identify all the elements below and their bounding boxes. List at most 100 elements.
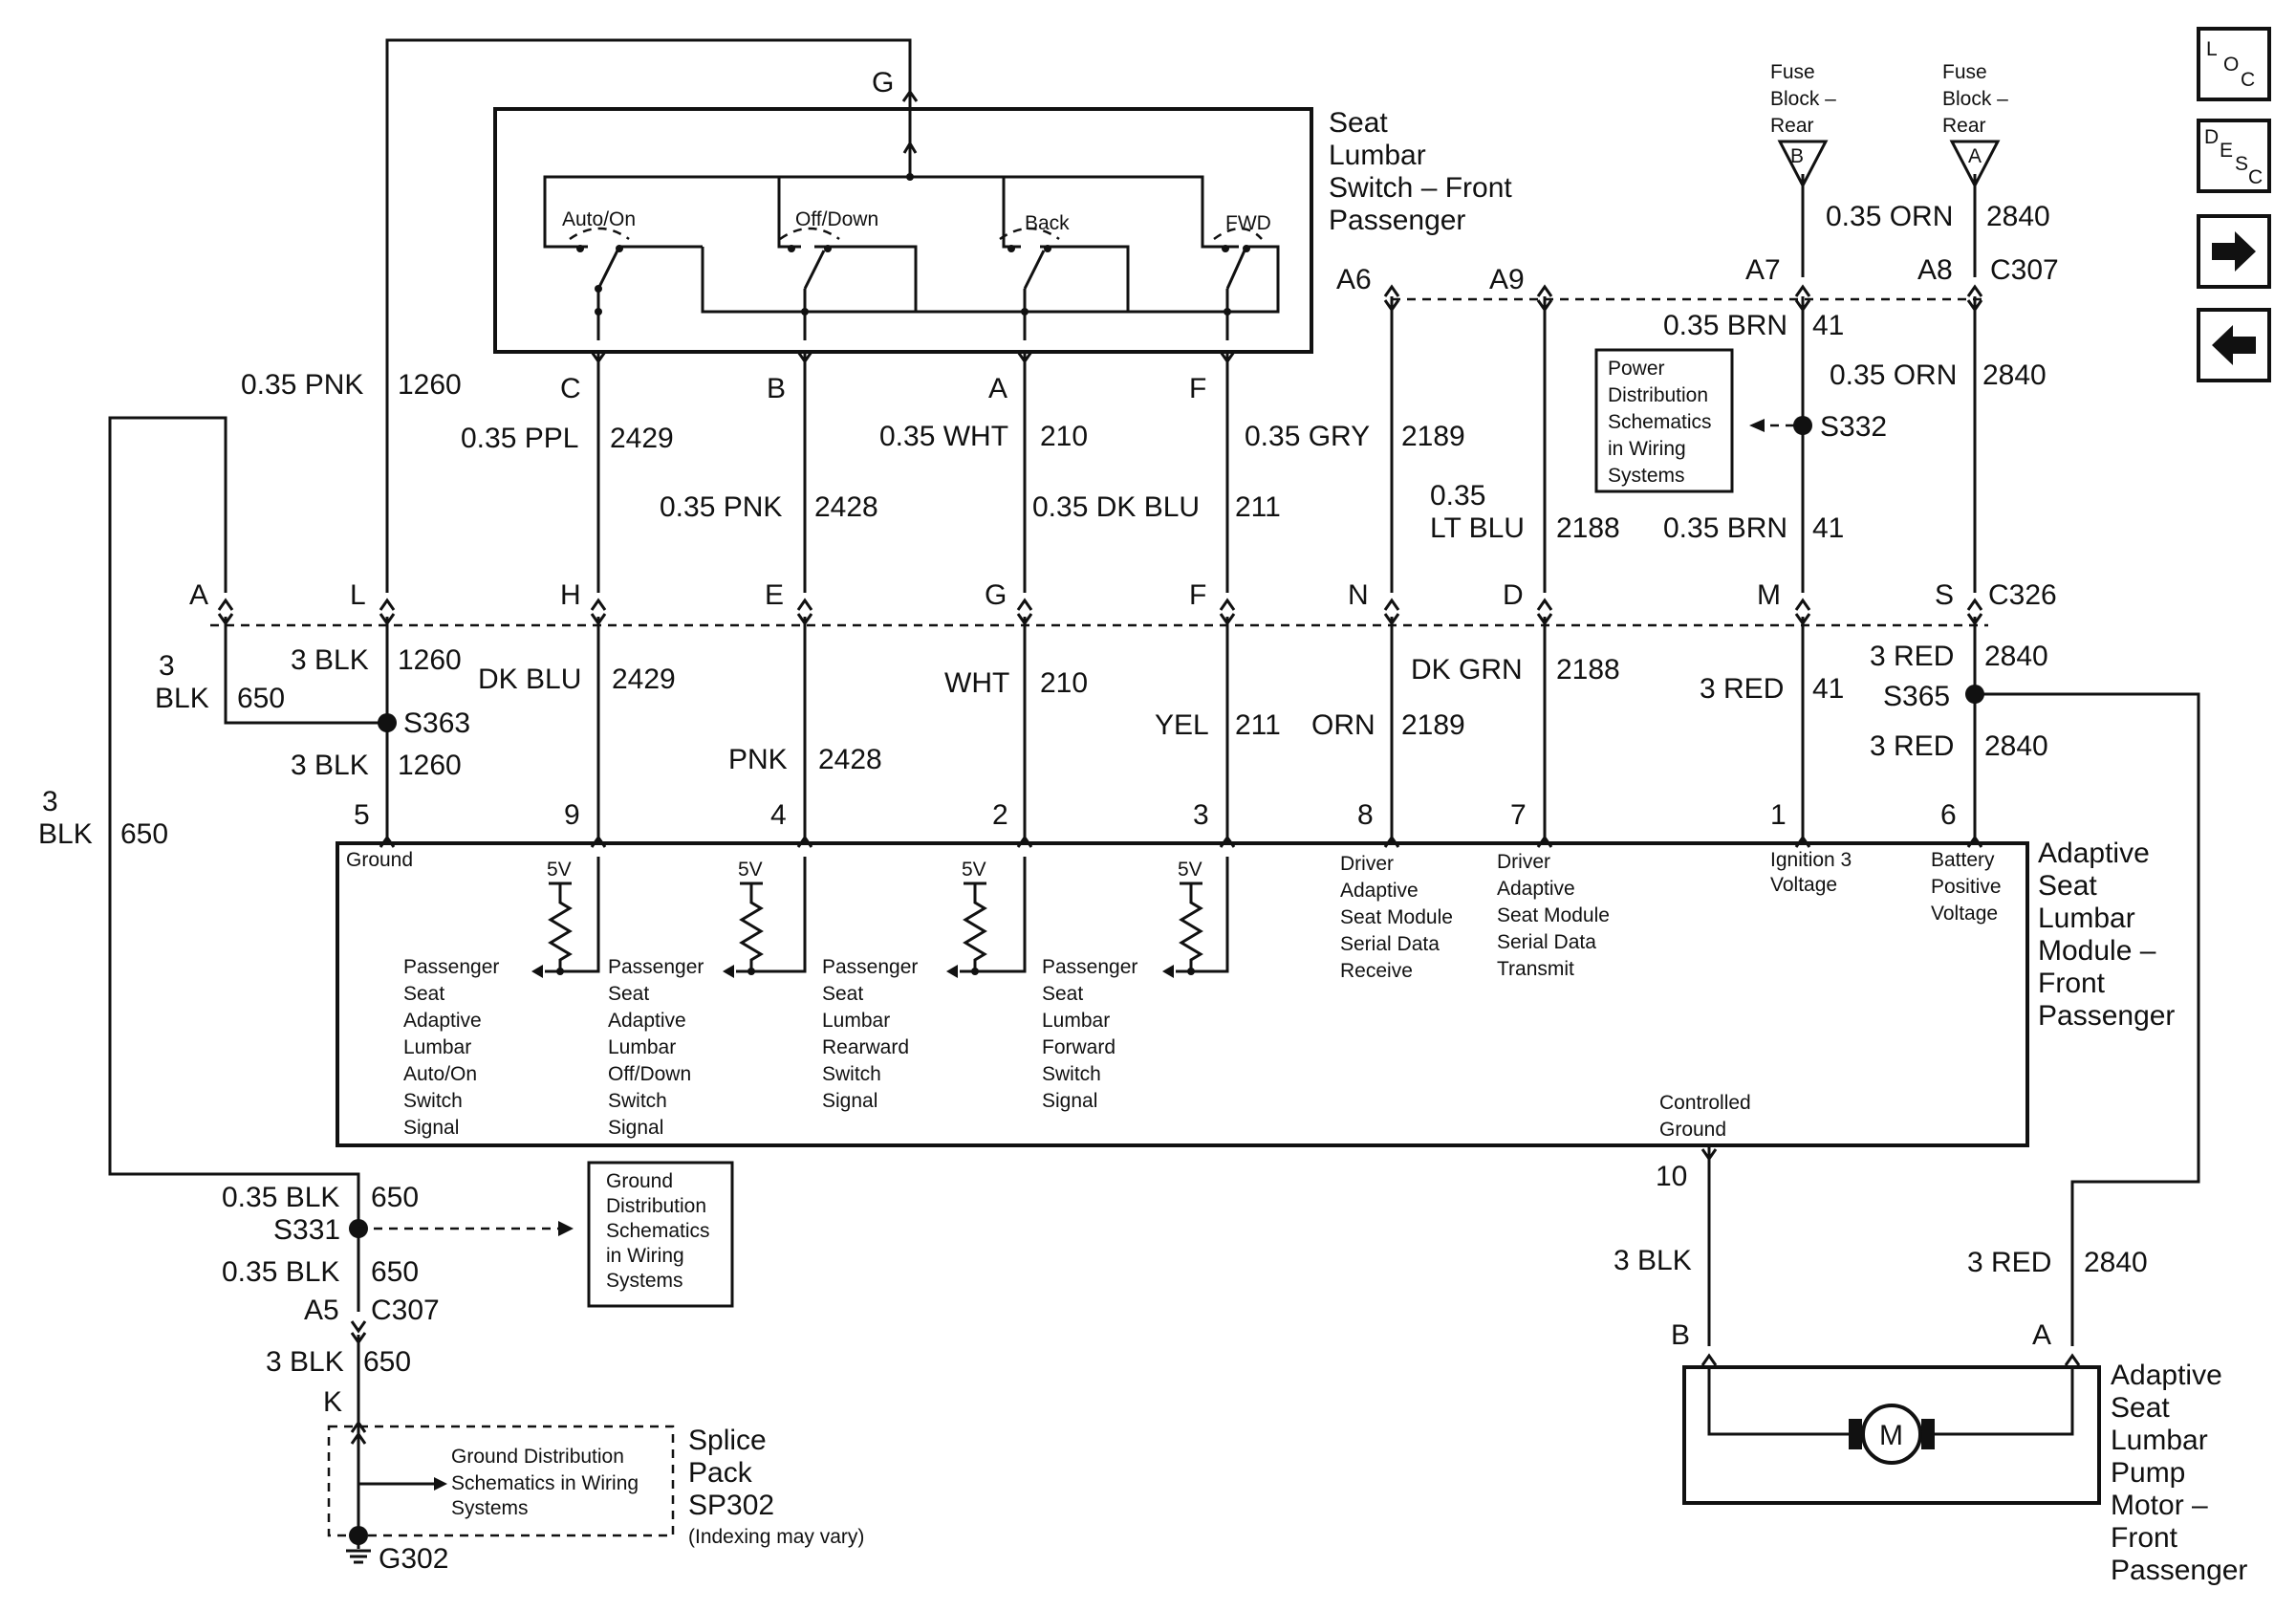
pullup-resistor xyxy=(960,857,1027,973)
svg-text:0.35 DK BLU: 0.35 DK BLU xyxy=(1032,491,1200,523)
signal-label-line: Lumbar xyxy=(1042,1010,1110,1032)
svg-text:Systems: Systems xyxy=(451,1497,529,1519)
pin-chevron xyxy=(1966,284,1983,297)
pullup-node xyxy=(1187,968,1195,975)
pin-chevron xyxy=(590,613,607,626)
svg-text:M: M xyxy=(1757,579,1781,611)
pin-chevron xyxy=(1383,613,1400,626)
switch-label-off-down: Off/Down xyxy=(795,208,878,230)
pin-chevron xyxy=(1016,598,1033,611)
svg-text:in Wiring: in Wiring xyxy=(1608,438,1686,460)
switch-label-fwd: FWD xyxy=(1225,212,1271,234)
signal-arrow xyxy=(531,965,543,978)
svg-text:ORN: ORN xyxy=(1311,709,1375,741)
switch-pin-c: C xyxy=(560,373,581,404)
pullup-node xyxy=(971,968,979,975)
pin-chevron xyxy=(1016,613,1033,626)
svg-text:BLK: BLK xyxy=(38,818,93,850)
svg-text:Passenger: Passenger xyxy=(2111,1555,2247,1586)
fuse-label-r2: Block – xyxy=(1942,88,2008,110)
signal-label-line: Switch xyxy=(822,1063,881,1085)
svg-text:2429: 2429 xyxy=(610,423,674,454)
svg-text:41: 41 xyxy=(1812,310,1844,341)
desc-button[interactable]: D E S C xyxy=(2197,119,2271,193)
c307-pin-a8: A8 xyxy=(1917,254,1953,286)
svg-text:E: E xyxy=(765,579,784,611)
arrow-left-icon xyxy=(2212,325,2256,365)
svg-text:Systems: Systems xyxy=(606,1270,683,1292)
svg-text:G: G xyxy=(985,579,1007,611)
ground-path: Ground Distribution Schematics in Wiring… xyxy=(222,1161,864,1575)
svg-text:0.35 GRY: 0.35 GRY xyxy=(1245,421,1370,452)
wires xyxy=(108,38,2200,1346)
splice-s363: S363 xyxy=(403,708,470,739)
switch-pin-f: F xyxy=(1189,373,1206,404)
svg-text:C: C xyxy=(2248,166,2263,188)
switch-contacts xyxy=(569,173,1263,340)
svg-text:Seat: Seat xyxy=(2111,1392,2170,1424)
svg-text:Ground Distribution: Ground Distribution xyxy=(451,1446,624,1468)
motor-symbol: M xyxy=(1879,1420,1903,1451)
svg-text:650: 650 xyxy=(371,1182,419,1213)
pin-chevron xyxy=(1794,284,1811,297)
pin-chevron xyxy=(590,351,607,364)
svg-text:in Wiring: in Wiring xyxy=(606,1245,684,1267)
signal-label-line: Seat xyxy=(1042,983,1083,1005)
svg-text:Pump: Pump xyxy=(2111,1457,2185,1489)
svg-text:210: 210 xyxy=(1040,421,1088,452)
switch-title-3: Switch – Front xyxy=(1329,172,1512,204)
fuse-letter-b: B xyxy=(1790,145,1804,167)
svg-text:L: L xyxy=(350,579,366,611)
svg-text:Front: Front xyxy=(2111,1522,2178,1554)
fuse-letter-a: A xyxy=(1968,145,1982,167)
svg-text:Adaptive: Adaptive xyxy=(2111,1360,2222,1391)
svg-text:4: 4 xyxy=(770,799,787,831)
svg-text:41: 41 xyxy=(1812,673,1844,705)
svg-text:Seat Module: Seat Module xyxy=(1340,906,1453,928)
signal-label-line: Signal xyxy=(822,1090,877,1112)
splice-s331: S331 xyxy=(273,1214,340,1246)
svg-text:2840: 2840 xyxy=(1984,641,2048,672)
pin-chevron xyxy=(1794,613,1811,626)
signal-arrow xyxy=(1162,965,1174,978)
svg-text:1260: 1260 xyxy=(398,369,462,401)
svg-text:Distribution: Distribution xyxy=(1608,384,1708,406)
pin-chevron xyxy=(1383,299,1400,313)
svg-text:0.35 PNK: 0.35 PNK xyxy=(660,491,782,523)
pin-chevron xyxy=(1219,351,1236,364)
switch-label-back: Back xyxy=(1025,212,1070,234)
svg-text:Serial Data: Serial Data xyxy=(1497,931,1596,953)
svg-text:S: S xyxy=(1935,579,1954,611)
pin-chevron xyxy=(1219,598,1236,611)
upper-circuit-labels: 0.35 PNK 1260 0.35 PPL 2429 0.35 PNK 242… xyxy=(241,201,2050,544)
previous-page-button[interactable] xyxy=(2197,308,2271,382)
svg-text:2188: 2188 xyxy=(1556,654,1620,686)
switch-pin-b: B xyxy=(767,373,786,404)
pin-chevron xyxy=(796,351,813,364)
svg-text:3 RED: 3 RED xyxy=(1700,673,1784,705)
next-page-button[interactable] xyxy=(2197,214,2271,289)
loc-button[interactable]: L O C xyxy=(2197,27,2271,101)
c307-pin-a7: A7 xyxy=(1745,254,1781,286)
svg-text:Module –: Module – xyxy=(2038,935,2156,967)
fuse-label-l2: Block – xyxy=(1770,88,1836,110)
svg-text:0.35 ORN: 0.35 ORN xyxy=(1830,359,1957,391)
switch-title-1: Seat xyxy=(1329,107,1388,139)
svg-text:A: A xyxy=(189,579,208,611)
svg-text:2840: 2840 xyxy=(1986,201,2050,232)
svg-text:3 RED: 3 RED xyxy=(1870,730,1954,762)
signal-label-line: Signal xyxy=(608,1117,663,1139)
pullup-resistor xyxy=(736,857,807,973)
power-distribution-ref: Power Distribution Schematics in Wiring … xyxy=(1594,348,1734,493)
signal-label-line: Lumbar xyxy=(608,1036,676,1058)
signal-label-line: Adaptive xyxy=(608,1010,686,1032)
svg-text:0.35 PNK: 0.35 PNK xyxy=(241,369,363,401)
svg-text:0.35 BLK: 0.35 BLK xyxy=(222,1182,339,1213)
pin-chevron xyxy=(379,613,396,626)
svg-text:3: 3 xyxy=(159,650,175,682)
pin-chevron xyxy=(1536,598,1553,611)
svg-text:C326: C326 xyxy=(1988,579,2057,611)
svg-text:2188: 2188 xyxy=(1556,512,1620,544)
svg-text:8: 8 xyxy=(1357,799,1374,831)
